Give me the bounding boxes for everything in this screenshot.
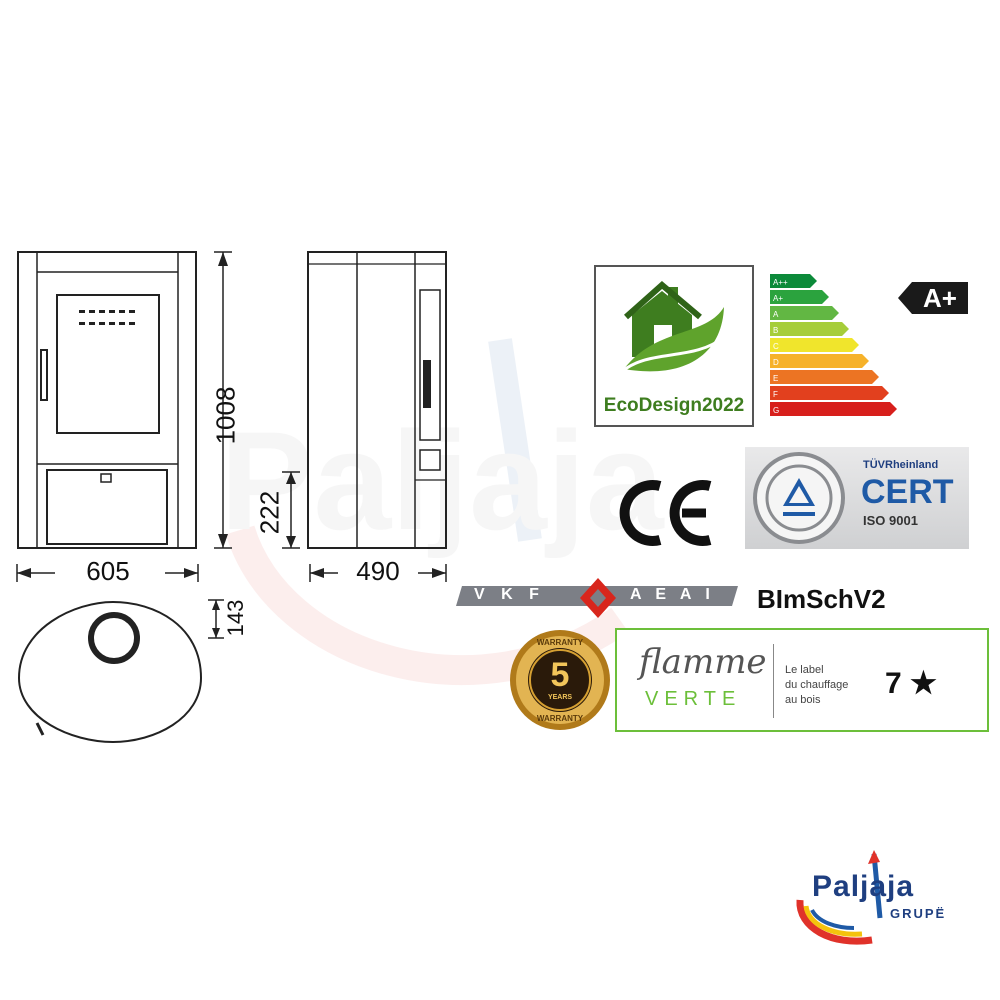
tuv-cert-label: CERT [861,473,954,511]
ashpan-height-label: 222 [254,490,285,535]
tuv-seal-icon [753,452,845,544]
height-dimension-line [212,250,234,550]
vkf-label: V K F [474,586,545,603]
flamme-verte-badge: flamme VERTE Le label du chauffage au bo… [615,628,989,732]
energy-class-label: A+ [773,294,783,303]
ce-mark: CE [618,478,718,548]
flamme-desc-1: Le label [785,664,824,676]
warranty-word-bottom: WARRANTY [536,714,584,723]
warranty-unit: YEARS [547,694,573,701]
energy-class-label: B [773,326,778,335]
ecodesign-badge: EcoDesign2022 [594,265,754,427]
depth-dimension-line [308,562,448,584]
energy-rating-badge: A+ [898,280,970,316]
energy-class-label: G [773,406,779,415]
energy-class-label: D [773,358,779,367]
side-view-drawing [305,250,450,550]
width-dimension-line [15,562,200,584]
flamme-desc-2: du chauffage [785,679,849,691]
energy-rating-label: A+ [923,283,957,313]
warranty-years: 5 [550,656,570,694]
eco-house-icon [616,281,725,377]
blmschv-label: BImSchV2 [757,584,886,614]
flamme-script: flamme [639,642,767,682]
brand-name: Paljaja [812,870,915,903]
ecodesign-label: EcoDesign2022 [603,395,745,416]
energy-class-label: A [773,310,779,319]
vkf-aeai-logo [456,578,738,618]
width-label: 605 [86,556,130,586]
height-label: 1008 [210,386,241,445]
brand-logo: Paljaja GRUPË [792,848,962,948]
warranty-word-top: WARRANTY [536,638,584,647]
verte-label: VERTE [645,688,742,710]
vkf-aeai-badge: V K F A E A I [452,576,742,620]
flue-offset-dimension-line [206,598,226,640]
flamme-stars: 7 ★ [885,667,937,700]
top-view-drawing [15,598,205,748]
ce-mark-icon [619,480,712,546]
flamme-divider [773,644,774,718]
tuv-iso-label: ISO 9001 [863,513,918,528]
tuv-cert-badge: TÜVRheinland CERT ISO 9001 [745,447,969,549]
energy-class-label: A++ [773,278,788,287]
front-view-drawing [15,250,200,550]
flue-offset-label: 143 [223,599,248,637]
brand-swoosh-icon [796,850,883,945]
energy-class-label: F [773,390,778,399]
flamme-desc-3: au bois [785,694,821,706]
brand-sub: GRUPË [890,906,947,921]
aeai-label: A E A I [630,586,715,603]
energy-class-label: C [773,342,779,351]
depth-label: 490 [356,556,400,586]
tuv-brand: TÜVRheinland [863,459,939,471]
energy-class-label: E [773,374,778,383]
ashpan-dimension-line [280,470,302,550]
warranty-seal-icon [510,630,610,730]
warranty-seal: 5 YEARS WARRANTY WARRANTY [508,628,612,732]
